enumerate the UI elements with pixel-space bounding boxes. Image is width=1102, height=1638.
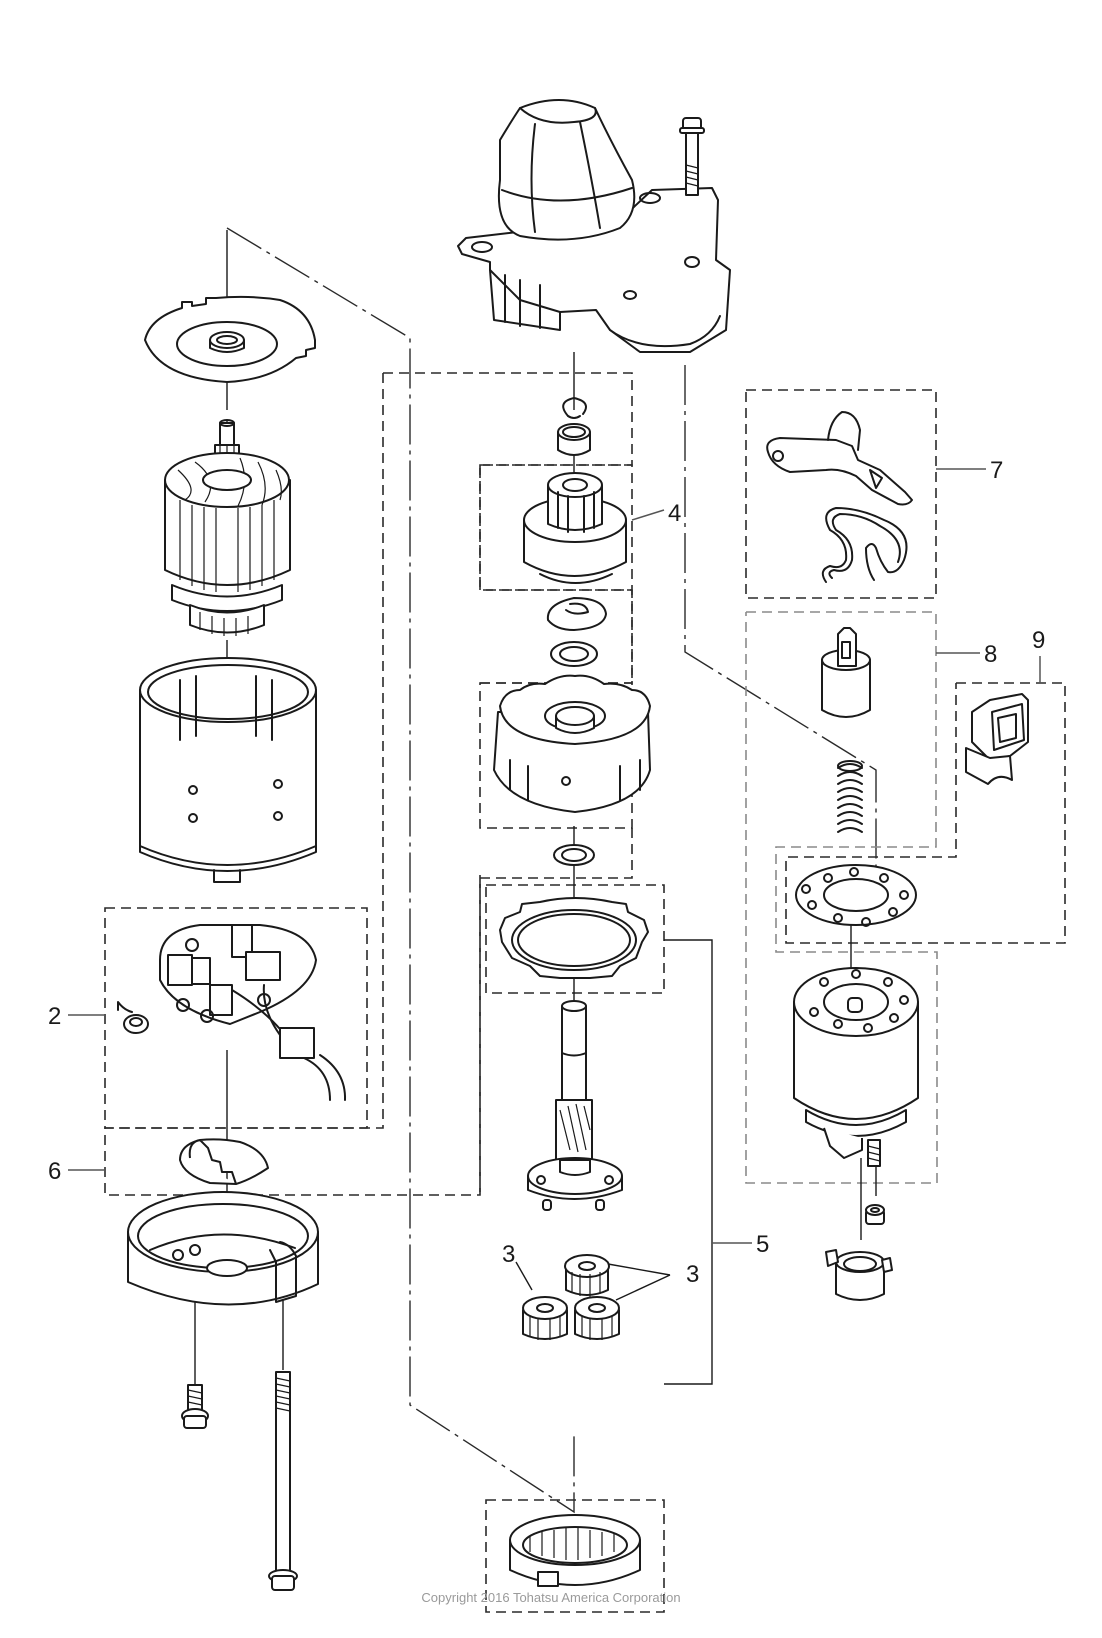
- callout-8: 8: [984, 641, 997, 668]
- snap-ring[interactable]: [562, 397, 587, 419]
- planetary-gears[interactable]: [522, 1254, 620, 1340]
- callout-6: 6: [48, 1158, 61, 1185]
- pinion-drive[interactable]: [523, 472, 627, 584]
- planetary-plate[interactable]: [499, 897, 649, 979]
- through-bolt[interactable]: [268, 1371, 298, 1591]
- washer-small[interactable]: [553, 844, 595, 866]
- brush-spring[interactable]: [117, 1001, 149, 1034]
- callout-4: 4: [668, 500, 681, 527]
- solenoid-gasket[interactable]: [795, 864, 917, 927]
- terminal-boot[interactable]: [825, 1249, 893, 1301]
- cover-screw[interactable]: [181, 1384, 209, 1429]
- rear-cover[interactable]: [127, 1191, 319, 1306]
- rubber-seal[interactable]: [179, 1138, 269, 1185]
- copyright-notice: Copyright 2016 Tohatsu America Corporati…: [421, 1590, 681, 1605]
- callout-5: 5: [756, 1231, 769, 1258]
- callout-3a: 3: [502, 1241, 515, 1268]
- armature[interactable]: [164, 419, 291, 636]
- e-clip[interactable]: [546, 597, 607, 631]
- solenoid-seal[interactable]: [965, 693, 1029, 785]
- group-boxes: [104, 372, 1066, 1613]
- solenoid-nut[interactable]: [865, 1204, 885, 1225]
- end-plate[interactable]: [144, 295, 316, 383]
- planetary-gear[interactable]: [522, 1296, 568, 1340]
- pinion-stop-collar[interactable]: [557, 423, 591, 456]
- center-bearing-housing[interactable]: [493, 674, 651, 813]
- callout-labels: 2 3 3 4 5 6 7 8 9: [48, 457, 1045, 1288]
- housing-bolt[interactable]: [679, 117, 705, 196]
- front-housing[interactable]: [457, 99, 731, 353]
- shift-lever[interactable]: [766, 411, 913, 506]
- yoke[interactable]: [139, 657, 317, 883]
- leader-lines: [68, 468, 1041, 1385]
- planetary-gear[interactable]: [564, 1254, 610, 1297]
- lever-spring[interactable]: [821, 507, 908, 583]
- planetary-gear[interactable]: [574, 1296, 620, 1340]
- washer[interactable]: [550, 641, 598, 667]
- callout-7: 7: [990, 457, 1003, 484]
- solenoid[interactable]: [793, 967, 919, 1167]
- brush-holder[interactable]: [159, 924, 347, 1101]
- plunger-spring[interactable]: [837, 760, 863, 833]
- assembly-chain-lines: [226, 227, 877, 1514]
- callout-2: 2: [48, 1003, 61, 1030]
- output-shaft[interactable]: [527, 1000, 623, 1211]
- plunger[interactable]: [821, 627, 871, 718]
- callout-3b: 3: [686, 1261, 699, 1288]
- callout-9: 9: [1032, 627, 1045, 654]
- internal-ring-gear[interactable]: [509, 1514, 641, 1587]
